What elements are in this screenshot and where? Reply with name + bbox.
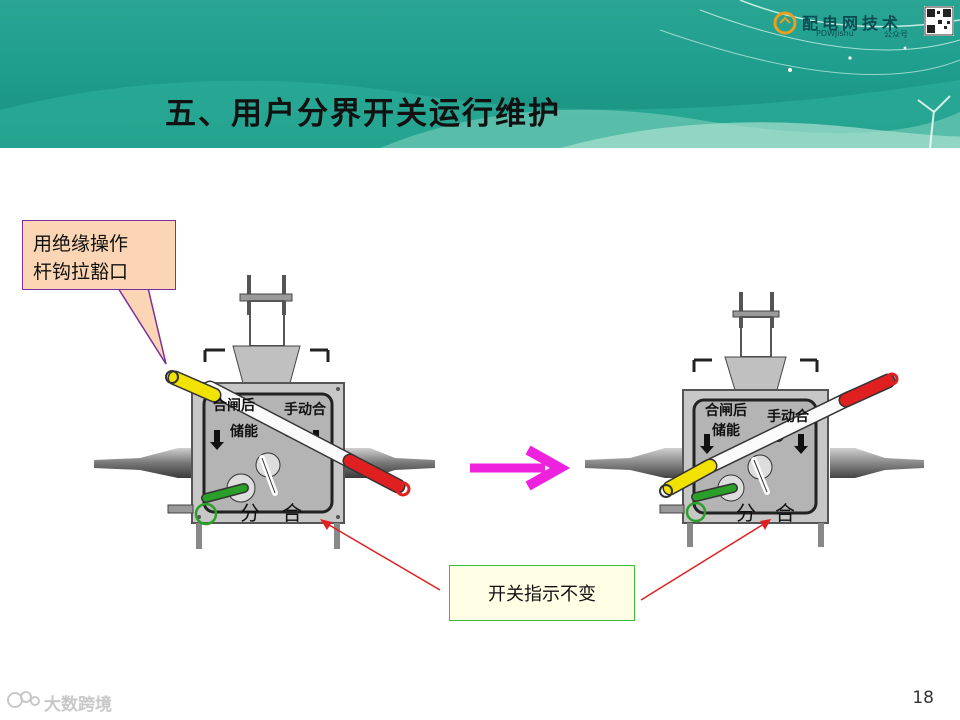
label-store-after-close-right: 合闸后 (705, 403, 747, 419)
label-store-after-close-left: 合闸后 (213, 398, 255, 414)
watermark-logo-icon (6, 688, 42, 710)
right-switch (585, 292, 924, 547)
callout-box: 用绝缘操作 杆钩拉豁口 (22, 220, 176, 290)
lever-green (202, 484, 248, 502)
callout-tail (116, 287, 167, 365)
header-banner (0, 0, 960, 148)
note-box: 开关指示不变 (449, 565, 635, 621)
label-manual-close-right: 手动合 (767, 409, 809, 425)
transition-arrow (470, 445, 571, 491)
indicator-pointers (320, 519, 771, 601)
brand-name: 配电网技术 (802, 14, 903, 33)
left-switch (94, 275, 435, 549)
brand-subtitle: PDWJishu (816, 29, 854, 38)
left-cable-left (94, 448, 195, 478)
brand-mark-icon (773, 11, 797, 35)
label-store-left: 储能 (230, 424, 258, 440)
label-store-right: 储能 (712, 423, 740, 439)
rod-yellow (169, 372, 220, 401)
label-close-right: 合 (775, 501, 795, 525)
note-text: 开关指示不变 (488, 584, 596, 605)
banner-decoration (0, 0, 960, 148)
rod-red (344, 455, 404, 492)
label-manual-close-left: 手动合 (284, 402, 326, 418)
callout-line-1: 用绝缘操作 (33, 233, 129, 255)
watermark-text: 大数跨境 (44, 695, 112, 715)
label-open-right: 分 (736, 501, 756, 525)
page-number: 18 (912, 688, 934, 708)
brand-subtitle-2: 公众号 (884, 30, 908, 39)
page-title: 五、用户分界开关运行维护 (165, 96, 561, 132)
callout-line-2: 杆钩拉豁口 (33, 261, 129, 283)
label-open-left: 分 (240, 501, 260, 525)
label-close-left: 合 (282, 501, 302, 525)
qr-code-icon (924, 6, 954, 36)
